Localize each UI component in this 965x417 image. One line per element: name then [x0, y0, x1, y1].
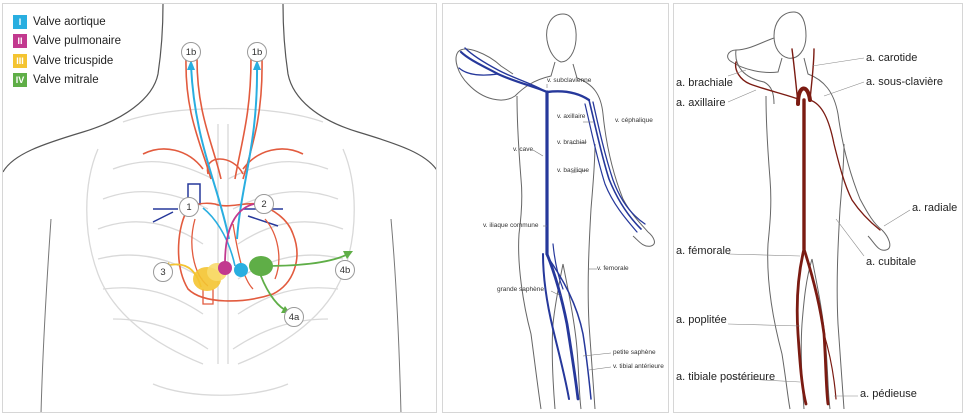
label-v-femorale: v. femorale: [597, 265, 629, 272]
ribcage: [87, 109, 355, 396]
legend-label: Valve aortique: [33, 16, 106, 28]
legend-label: Valve mitrale: [33, 74, 99, 86]
legend-label: Valve pulmonaire: [33, 35, 121, 47]
body-outline: [728, 12, 890, 409]
legend-swatch: IV: [13, 73, 27, 87]
heart-valves-panel: I Valve aortique II Valve pulmonaire III…: [2, 3, 437, 413]
label-a-axillaire: a. axillaire: [676, 97, 726, 109]
label-a-radiale: a. radiale: [912, 202, 957, 214]
label-v-iliaque-commune: v. iliaque commune: [483, 222, 539, 229]
label-v-cephalique: v. céphalique: [615, 117, 653, 124]
veins-panel: v. subclavienne v. axillaire v. céphaliq…: [442, 3, 669, 413]
label-a-brachiale: a. brachiale: [676, 77, 733, 89]
marker-3: 3: [153, 262, 173, 282]
marker-4a: 4a: [284, 307, 304, 327]
marker-1: 1: [179, 197, 199, 217]
label-a-femorale: a. fémorale: [676, 245, 731, 257]
legend-item-tricuspid: III Valve tricuspide: [13, 51, 121, 71]
label-a-sous-claviere: a. sous-clavière: [866, 76, 943, 88]
left-arm-outline: [41, 219, 51, 413]
flow-arrow-1: [203, 208, 235, 266]
label-a-tibiale-posterieure: a. tibiale postérieure: [676, 371, 775, 383]
label-v-tibial-anterieure: v. tibial antérieure: [613, 363, 664, 370]
label-a-pedieuse: a. pédieuse: [860, 388, 917, 400]
right-arm-outline: [391, 219, 401, 413]
label-v-basilique: v. basilique: [557, 167, 589, 174]
label-v-cave: v. cave: [513, 146, 533, 153]
label-petite-saphene: petite saphène: [613, 349, 656, 356]
legend-swatch: II: [13, 34, 27, 48]
label-grande-saphene: grande saphène: [497, 286, 544, 293]
marker-2: 2: [254, 194, 274, 214]
marker-1b-left: 1b: [181, 42, 201, 62]
inferior-vena-cava: [203, 289, 213, 304]
legend-item-pulmonary: II Valve pulmonaire: [13, 32, 121, 52]
label-v-brachial: v. brachial: [557, 139, 586, 146]
marker-1b-right: 1b: [247, 42, 267, 62]
legend-item-aortic: I Valve aortique: [13, 12, 121, 32]
arteries-panel: a. carotide a. brachiale a. sous-clavièr…: [673, 3, 963, 413]
legend-item-mitral: IV Valve mitrale: [13, 71, 121, 91]
legend-label: Valve tricuspide: [33, 55, 113, 67]
aortic-valve: [234, 263, 248, 277]
pulmonary-valve: [218, 261, 232, 275]
leader-lines: [728, 58, 910, 396]
label-a-poplitee: a. poplitée: [676, 314, 727, 326]
valve-legend: I Valve aortique II Valve pulmonaire III…: [13, 12, 121, 90]
legend-swatch: III: [13, 54, 27, 68]
marker-4b: 4b: [335, 260, 355, 280]
label-v-axillaire: v. axillaire: [557, 113, 585, 120]
artery-network: [736, 49, 880, 404]
legend-swatch: I: [13, 15, 27, 29]
label-a-carotide: a. carotide: [866, 52, 917, 64]
torso-outline-right: [283, 4, 437, 172]
label-a-cubitale: a. cubitale: [866, 256, 916, 268]
aorta-vessels: [143, 59, 303, 179]
label-v-subclavienne: v. subclavienne: [547, 77, 591, 84]
mitral-valve: [249, 256, 273, 276]
